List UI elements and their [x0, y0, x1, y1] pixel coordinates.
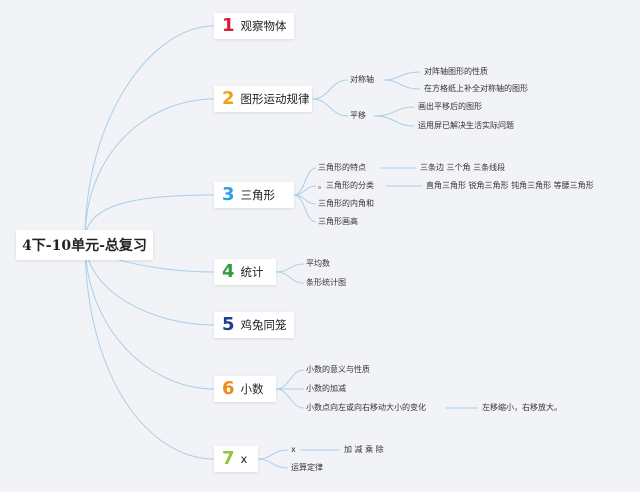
branch-4-label: 统计 [240, 265, 264, 279]
branch-6-number: 6 [222, 378, 235, 399]
subtopic-translation[interactable]: 平移 [350, 111, 366, 120]
branch-2-number: 2 [222, 88, 235, 109]
subtopic-bar-chart[interactable]: 条形统计图 [306, 278, 346, 287]
subtopic-operation-laws[interactable]: 运算定律 [291, 463, 323, 472]
subtopic-decimal-point-shift[interactable]: 小数点向左或向右移动大小的变化 [306, 403, 426, 412]
subtopic-x[interactable]: x [291, 445, 296, 454]
leaf-translation-application[interactable]: 运用屏已解决生活实际问题 [418, 121, 514, 130]
subtopic-triangle-height[interactable]: 三角形画高 [318, 217, 358, 226]
subtopic-symmetry-axis[interactable]: 对称轴 [350, 75, 374, 84]
leaf-complete-symmetric-figure[interactable]: 在方格纸上补全对称轴的图形 [424, 84, 528, 93]
branch-7-label: x [240, 452, 248, 466]
root-node[interactable]: 4下-10单元-总复习 [16, 230, 153, 260]
branch-1-number: 1 [222, 15, 235, 36]
root-title: 4下-10单元-总复习 [22, 238, 147, 254]
branch-2-label: 图形运动规律 [240, 92, 310, 106]
branch-5-node[interactable]: 5 鸡兔同笼 [214, 312, 294, 338]
subtopic-decimal-add-subtract[interactable]: 小数的加减 [306, 384, 346, 393]
leaf-four-operations[interactable]: 加 减 乘 除 [344, 445, 384, 454]
leaf-draw-translation[interactable]: 画出平移后的图形 [418, 102, 482, 111]
subtopic-triangle-angle-sum[interactable]: 三角形的内角和 [318, 199, 374, 208]
leaf-triangle-features[interactable]: 三条边 三个角 三条线段 [420, 163, 506, 172]
leaf-triangle-types[interactable]: 直角三角形 锐角三角形 钝角三角形 等腰三角形 [426, 181, 594, 190]
branch-3-label: 三角形 [240, 188, 276, 202]
branch-4-node[interactable]: 4 统计 [214, 259, 276, 285]
branch-7-number: 7 [222, 448, 235, 469]
branch-6-label: 小数 [240, 382, 264, 396]
subtopic-decimal-meaning[interactable]: 小数的意义与性质 [306, 365, 370, 374]
branch-6-node[interactable]: 6 小数 [214, 376, 276, 402]
branch-5-label: 鸡兔同笼 [240, 318, 287, 332]
leaf-shift-rule[interactable]: 左移缩小，右移放大。 [482, 403, 562, 412]
branch-5-number: 5 [222, 314, 235, 335]
branch-3-node[interactable]: 3 三角形 [214, 182, 294, 208]
branch-7-node[interactable]: 7 x [214, 446, 258, 472]
subtopic-triangle-features[interactable]: 三角形的特点 [318, 163, 366, 172]
branch-3-number: 3 [222, 184, 235, 205]
branch-1-label: 观察物体 [240, 19, 287, 33]
branch-1-node[interactable]: 1 观察物体 [214, 13, 294, 39]
branch-2-node[interactable]: 2 图形运动规律 [214, 86, 312, 112]
branch-4-number: 4 [222, 261, 235, 282]
subtopic-triangle-classification[interactable]: 。三角形的分类 [318, 181, 374, 190]
leaf-symmetry-properties[interactable]: 对阵轴图形的性质 [424, 67, 488, 76]
subtopic-average[interactable]: 平均数 [306, 259, 330, 268]
